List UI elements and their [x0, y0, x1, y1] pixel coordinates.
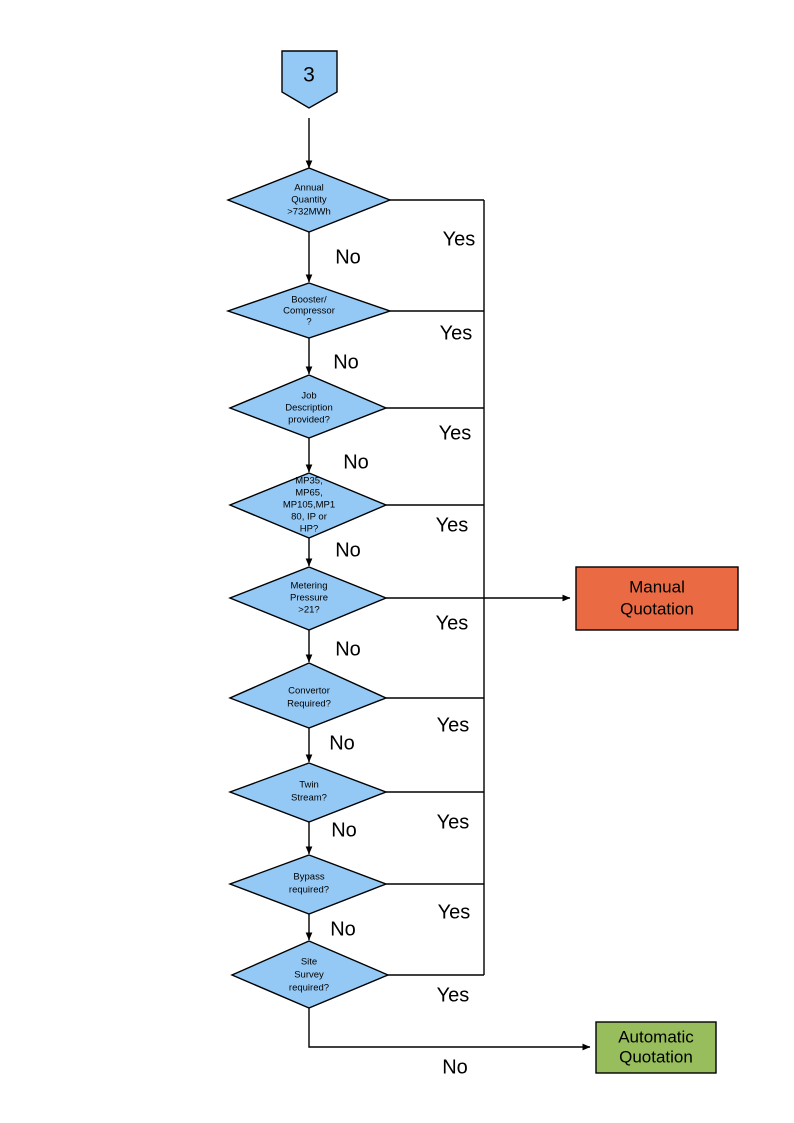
edge-label-yes: Yes — [439, 422, 472, 444]
outcome-manual-quotation[interactable]: Manual Quotation — [575, 566, 739, 631]
edge-label-final-no: No — [442, 1056, 468, 1078]
decision-shape — [226, 167, 392, 233]
edge-label-no: No — [335, 246, 361, 268]
start-connector-3[interactable]: 3 — [281, 50, 338, 109]
outcome-label-line: Quotation — [619, 1047, 693, 1066]
decision-label-line: Job — [301, 391, 316, 402]
decision-shape — [225, 282, 393, 339]
decision-bypass-required[interactable]: Bypass required? — [227, 854, 388, 915]
decision-label-line: Bypass — [293, 872, 324, 883]
outcome-label-line: Manual — [629, 577, 685, 596]
edge-label-no: No — [329, 732, 355, 754]
decision-label-line: MP35, — [295, 476, 322, 487]
decision-label-line: provided? — [288, 415, 330, 426]
edge-label-yes: Yes — [437, 984, 470, 1006]
edge-label-no: No — [331, 819, 357, 841]
decision-label-line: MP105,MP1 — [283, 500, 335, 511]
decision-site-survey[interactable]: Site Survey required? — [230, 940, 390, 1009]
outcome-automatic-quotation[interactable]: Automatic Quotation — [595, 1021, 717, 1074]
decision-label-line: HP? — [300, 524, 318, 535]
decision-label-line: Twin — [299, 780, 319, 791]
edge-label-no: No — [343, 451, 369, 473]
decision-label-line: Pressure — [290, 593, 328, 604]
edge-label-yes: Yes — [440, 322, 473, 344]
decision-booster-compressor[interactable]: Booster/ Compressor ? — [225, 282, 393, 339]
decision-label-line: Annual — [294, 183, 324, 194]
decision-label-line: >732MWh — [287, 207, 331, 218]
edge-label-yes: Yes — [436, 514, 469, 536]
decision-label-line: Description — [285, 403, 333, 414]
edge-label-no: No — [335, 539, 361, 561]
decision-label-line: Required? — [287, 699, 331, 710]
outcome-label-line: Automatic — [618, 1027, 694, 1046]
decision-label-line: required? — [289, 983, 329, 994]
decision-label-line: Compressor — [283, 306, 335, 317]
decision-label-line: Convertor — [288, 686, 330, 697]
decision-metering-pressure[interactable]: Metering Pressure >21? — [228, 566, 388, 631]
edge-label-no: No — [335, 638, 361, 660]
edge-label-yes: Yes — [438, 901, 471, 923]
decision-label-line: Metering — [291, 581, 328, 592]
edge-label-no: No — [330, 918, 356, 940]
decision-shape — [228, 374, 388, 439]
edge-label-no: No — [333, 351, 359, 373]
decision-shape — [227, 762, 388, 823]
decision-job-description[interactable]: Job Description provided? — [228, 374, 388, 439]
decision-shape — [230, 940, 390, 1009]
decision-label-line: 80, IP or — [291, 512, 327, 523]
decision-annual-quantity[interactable]: Annual Quantity >732MWh — [226, 167, 392, 233]
decision-label-line: Survey — [294, 970, 324, 981]
edge-label-yes: Yes — [437, 811, 470, 833]
start-connector-label: 3 — [303, 64, 315, 87]
outcome-shape — [595, 1021, 717, 1074]
start-connector-shape — [281, 50, 338, 109]
decision-convertor-required[interactable]: Convertor Required? — [228, 662, 388, 729]
decision-label-line: >21? — [298, 605, 319, 616]
decision-shape — [228, 662, 388, 729]
decision-shape — [228, 472, 388, 539]
decision-pressure-tier[interactable]: MP35, MP65, MP105,MP1 80, IP or HP? — [228, 472, 388, 539]
edge-label-yes: Yes — [443, 228, 476, 250]
edge-site-survey-no-to-automatic — [308, 1008, 591, 1051]
decision-shape — [228, 566, 388, 631]
outcome-shape — [575, 566, 739, 631]
decision-label-line: Quantity — [291, 195, 327, 206]
decision-label-line: Site — [301, 957, 317, 968]
outcome-label-line: Quotation — [620, 599, 694, 618]
decision-label-line: ? — [306, 317, 311, 328]
decision-label-line: Booster/ — [291, 295, 327, 306]
decision-shape — [227, 854, 388, 915]
decision-label-line: required? — [289, 885, 329, 896]
decision-label-line: MP65, — [295, 488, 322, 499]
edge-label-yes: Yes — [436, 612, 469, 634]
edge-label-yes: Yes — [437, 714, 470, 736]
decision-label-line: Stream? — [291, 793, 327, 804]
decision-twin-stream[interactable]: Twin Stream? — [227, 762, 388, 823]
